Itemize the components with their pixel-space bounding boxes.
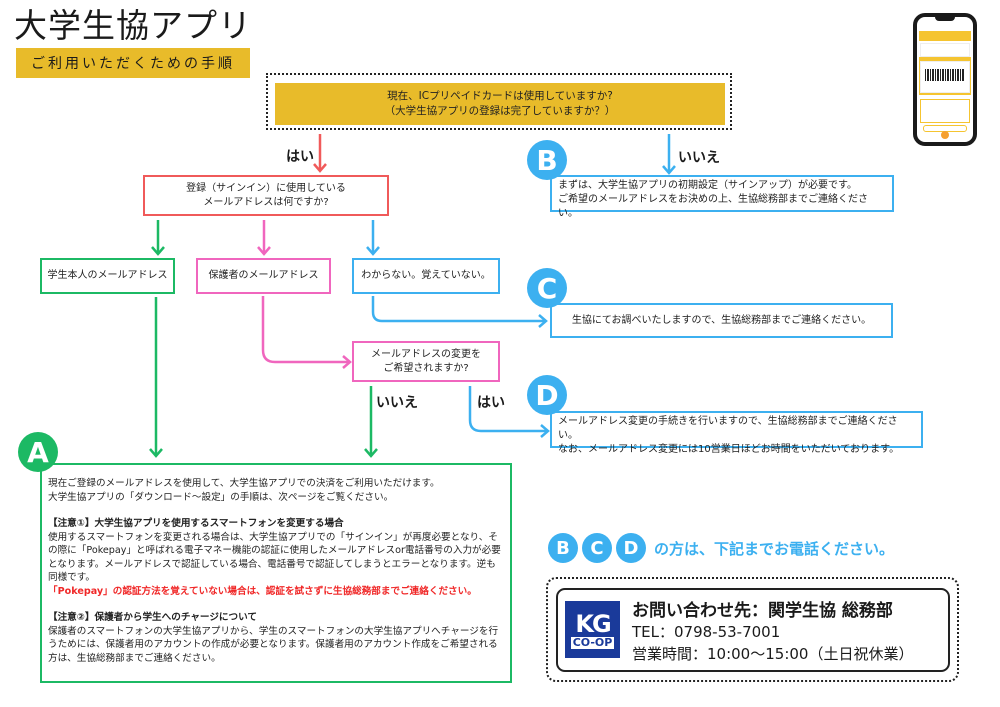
contact-hours: 営業時間：10:00～15:00（土日祝休業） bbox=[632, 645, 914, 663]
q3-yes-label: はい bbox=[477, 395, 505, 411]
option-guardian-label: 保護者のメールアドレス bbox=[208, 270, 319, 281]
call-instruction: の方は、下記までお電話ください。 bbox=[654, 539, 895, 558]
outcome-a-intro1: 現在ご登録のメールアドレスを使用して、大学生協アプリでの決済をご利用いただけます… bbox=[48, 478, 440, 489]
logo-coop-text: CO-OP bbox=[570, 635, 615, 649]
kg-coop-logo: KG CO-OP bbox=[565, 601, 620, 658]
badge-d: D bbox=[527, 375, 567, 415]
note1-warning: 「Pokepay」の認証方法を覚えていない場合は、認証を試さずに生協総務部までご… bbox=[48, 585, 477, 597]
badge-b-small: B bbox=[548, 533, 578, 563]
arrow-yes-red bbox=[313, 134, 327, 173]
app-charge-card bbox=[920, 99, 970, 123]
bcd-call-note: B C D の方は、下記までお電話ください。 bbox=[548, 533, 894, 563]
note2-title: 【注意②】保護者から学生へのチャージについて bbox=[48, 612, 258, 623]
note2-body: 保護者のスマートフォンの大学生協アプリから、学生のスマートフォンの大学生協アプリ… bbox=[48, 625, 499, 664]
arrow-q3-yes-to-d bbox=[468, 386, 550, 438]
arrow-to-guardian bbox=[257, 220, 271, 256]
badge-c-small: C bbox=[582, 533, 612, 563]
contact-box bbox=[556, 588, 950, 672]
arrow-guardian-to-q3 bbox=[261, 296, 352, 369]
badge-a: A bbox=[18, 432, 58, 472]
q3-no-label: いいえ bbox=[376, 395, 418, 411]
outcome-d-line1: メールアドレス変更の手続きを行いますので、生協総務部までご連絡ください。 bbox=[558, 416, 898, 441]
logo-kg-text: KG bbox=[575, 609, 611, 638]
outcome-c-box: 生協にてお調べいたしますので、生協総務部までご連絡ください。 bbox=[550, 303, 893, 338]
outcome-b-box: まずは、大学生協アプリの初期設定（サインアップ）が必要です。 ご希望のメールアド… bbox=[550, 175, 894, 219]
no-label: いいえ bbox=[678, 150, 720, 166]
app-menu-card bbox=[920, 43, 970, 57]
yes-label: はい bbox=[286, 149, 314, 165]
arrow-to-unknown bbox=[366, 220, 380, 256]
option-unknown-email: わからない。覚えていない。 bbox=[352, 258, 500, 294]
change-email-question-line2: ご希望されますか? bbox=[383, 362, 469, 374]
email-question-line2: メールアドレスは何ですか? bbox=[203, 196, 329, 208]
start-question-frame bbox=[266, 73, 732, 130]
email-question-box: 登録（サインイン）に使用している メールアドレスは何ですか? bbox=[143, 175, 389, 216]
option-guardian-email: 保護者のメールアドレス bbox=[196, 258, 331, 294]
app-home-icon bbox=[941, 131, 949, 139]
barcode-icon bbox=[925, 69, 965, 81]
arrow-student-to-a bbox=[149, 297, 163, 458]
outcome-d-line2: なお、メールアドレス変更には10営業日ほどお時間をいただいております。 bbox=[558, 444, 900, 455]
outcome-c-line1: 生協にてお調べいたしますので、生協総務部までご連絡ください。 bbox=[571, 314, 872, 326]
email-question-line1: 登録（サインイン）に使用している bbox=[186, 182, 346, 194]
contact-phone: TEL：0798-53-7001 bbox=[632, 623, 781, 641]
smartphone-app-screenshot bbox=[913, 13, 977, 146]
badge-d-small: D bbox=[616, 533, 646, 563]
outcome-b-line2: ご希望のメールアドレスをお決めの上、生協総務部までご連絡ください。 bbox=[558, 194, 868, 219]
phone-notch bbox=[935, 17, 955, 21]
option-student-label: 学生本人のメールアドレス bbox=[47, 270, 168, 281]
option-student-email: 学生本人のメールアドレス bbox=[40, 258, 175, 294]
outcome-d-box: メールアドレス変更の手続きを行いますので、生協総務部までご連絡ください。 なお、… bbox=[550, 411, 923, 455]
start-question-line1: 現在、ICプリペイドカードは使用していますか? bbox=[387, 90, 613, 102]
contact-frame bbox=[546, 577, 959, 682]
badge-b: B bbox=[527, 140, 567, 180]
arrow-unknown-to-c bbox=[371, 296, 548, 328]
change-email-question-line1: メールアドレスの変更を bbox=[371, 348, 481, 360]
contact-title: お問い合わせ先：関学生協 総務部 bbox=[632, 601, 893, 621]
arrow-q3-no-to-a bbox=[364, 386, 378, 458]
note1-body: 使用するスマートフォンを変更される場合は、大学生協アプリでの「サインイン」が再度… bbox=[48, 531, 501, 584]
start-question-line2: （大学生協アプリの登録は完了していますか？） bbox=[384, 105, 616, 117]
change-email-question-box: メールアドレスの変更を ご希望されますか? bbox=[352, 341, 500, 382]
app-header-bar bbox=[919, 31, 971, 41]
outcome-a-intro2: 大学生協アプリの「ダウンロード～設定」の手順は、次ページをご覧ください。 bbox=[48, 491, 394, 503]
arrow-no-blue bbox=[662, 134, 676, 175]
outcome-b-line1: まずは、大学生協アプリの初期設定（サインアップ）が必要です。 bbox=[558, 180, 857, 191]
page-subtitle: ご利用いただくための手順 bbox=[16, 48, 250, 78]
start-question: 現在、ICプリペイドカードは使用していますか? （大学生協アプリの登録は完了して… bbox=[275, 83, 725, 125]
badge-c: C bbox=[527, 268, 567, 308]
option-unknown-label: わからない。覚えていない。 bbox=[361, 270, 491, 281]
note1-title: 【注意①】大学生協アプリを使用するスマートフォンを変更する場合 bbox=[48, 518, 344, 529]
page-title: 大学生協アプリ bbox=[14, 6, 252, 45]
arrow-to-student bbox=[151, 220, 165, 256]
outcome-a-box: 現在ご登録のメールアドレスを使用して、大学生協アプリでの決済をご利用いただけます… bbox=[40, 463, 512, 683]
